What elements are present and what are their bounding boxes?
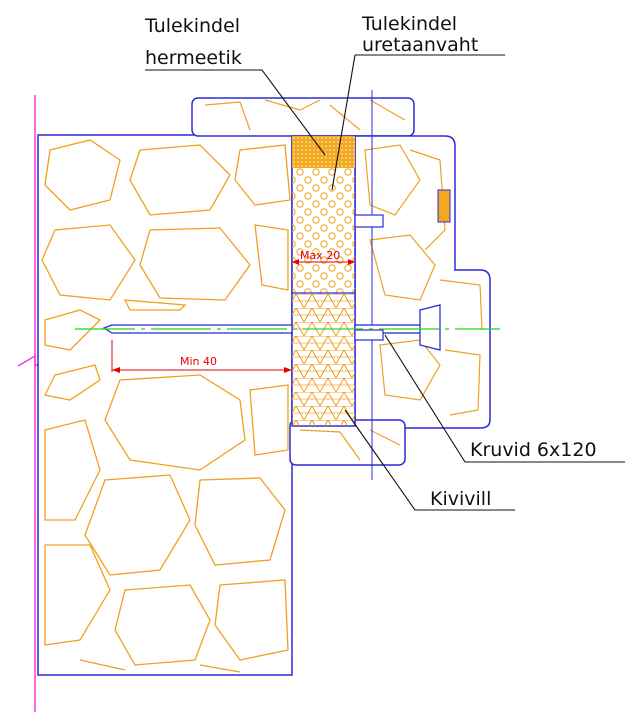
top-stone-block <box>191 97 415 137</box>
leader-lines <box>145 54 625 511</box>
foam-label-line2: uretaanvaht <box>362 34 478 56</box>
pu-foam-fill <box>292 168 355 293</box>
sealant-label-line2: hermeetik <box>145 47 242 69</box>
sealant-label-line1: Tulekindel <box>144 15 240 37</box>
gap-dimension: Max 20 <box>292 249 355 265</box>
embed-dimension: Min 40 <box>111 340 292 373</box>
stone-wall <box>37 134 293 676</box>
foam-label-line1: Tulekindel <box>361 13 457 35</box>
fire-sealant-fill <box>292 136 355 168</box>
joint-gap <box>291 135 356 427</box>
mineral-wool-fill <box>292 293 355 426</box>
gap-max-label: Max 20 <box>300 249 340 262</box>
mineral-wool-label: Kivivill <box>430 488 491 510</box>
embed-min-label: Min 40 <box>180 355 217 368</box>
screws-label: Kruvid 6x120 <box>470 439 597 461</box>
